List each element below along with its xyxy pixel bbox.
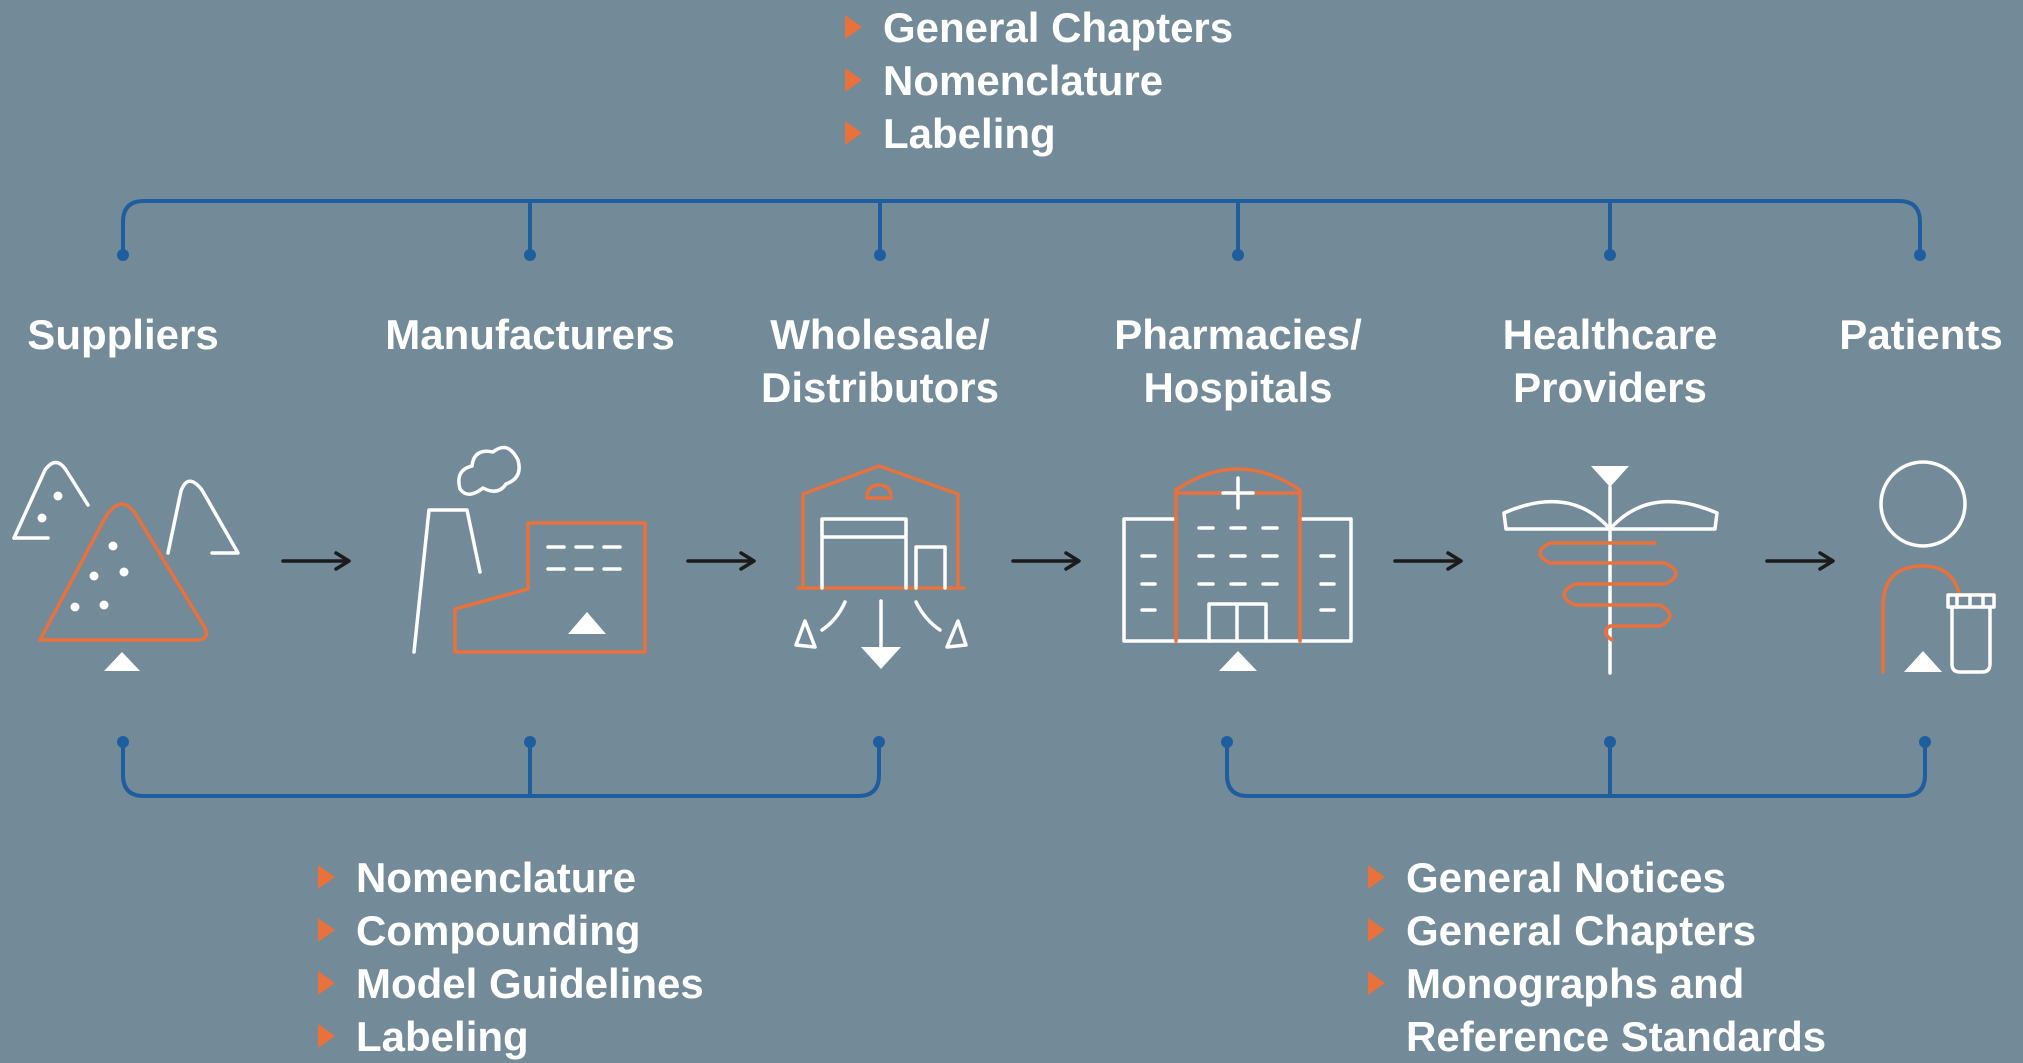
bullet-triangle-icon — [845, 68, 862, 92]
list-item: Compounding — [318, 904, 704, 957]
stage-label-pharmacies-hospitals: Pharmacies/ Hospitals — [1114, 308, 1362, 414]
list-item: Nomenclature — [318, 851, 704, 904]
arrow-icon-5 — [1765, 551, 1835, 571]
stage-label-suppliers: Suppliers — [27, 308, 218, 361]
flow-arrows — [281, 551, 1835, 571]
bullet-triangle-icon — [318, 1024, 335, 1048]
bullet-triangle-icon — [1368, 918, 1385, 942]
factory-icon — [412, 445, 647, 654]
list-item-label: Nomenclature — [356, 854, 637, 901]
top-bracket — [121, 199, 1922, 253]
bottom-right-bracket-dots — [1221, 736, 1931, 748]
bullet-triangle-icon — [318, 865, 335, 889]
bullet-triangle-icon — [318, 971, 335, 995]
hospital-icon — [1122, 467, 1353, 671]
bottom-left-standards-list: Nomenclature Compounding Model Guideline… — [318, 851, 704, 1063]
patient-icon — [1879, 460, 1996, 674]
stage-label-healthcare-providers: Healthcare Providers — [1503, 308, 1718, 414]
list-item-label: Labeling — [883, 110, 1056, 157]
stage-label-manufacturers: Manufacturers — [385, 308, 674, 361]
stage-label-wholesale-distributors: Wholesale/ Distributors — [761, 308, 999, 414]
list-item-label: Nomenclature — [883, 57, 1164, 104]
caduceus-icon — [1502, 466, 1719, 675]
stage-label-line: Providers — [1513, 364, 1707, 411]
list-item-label: Compounding — [356, 907, 641, 954]
stage-label-line: Patients — [1839, 311, 2003, 358]
top-bracket-dots — [117, 249, 1926, 261]
mountains-icon — [12, 460, 240, 671]
bottom-right-bracket — [1225, 743, 1927, 798]
list-item-label: General Chapters — [883, 4, 1234, 51]
top-standards-list: General Chapters Nomenclature Labeling — [845, 1, 1233, 160]
warehouse-icon — [794, 464, 968, 669]
bullet-triangle-icon — [1368, 971, 1385, 995]
stage-label-line: Suppliers — [27, 311, 219, 358]
stage-label-line: Wholesale/ — [770, 311, 990, 358]
list-item-label: Reference Standards — [1406, 1013, 1827, 1060]
arrow-icon-1 — [281, 551, 351, 571]
bottom-right-standards-list: General Notices General Chapters Monogra… — [1368, 851, 1826, 1063]
bullet-triangle-icon — [845, 121, 862, 145]
stage-label-line: Distributors — [760, 364, 1000, 411]
bottom-left-bracket — [121, 743, 881, 798]
stage-label-line: Healthcare — [1502, 311, 1718, 358]
stage-label-line: Manufacturers — [385, 311, 675, 358]
list-item: General Chapters — [1368, 904, 1826, 957]
list-item-label: Monographs and — [1406, 960, 1745, 1007]
stage-label-line: Hospitals — [1143, 364, 1333, 411]
arrow-icon-3 — [1011, 551, 1081, 571]
list-item: General Notices — [1368, 851, 1826, 904]
bullet-triangle-icon — [1368, 865, 1385, 889]
list-item: Monographs and — [1368, 957, 1826, 1010]
list-item-label: Model Guidelines — [356, 960, 704, 1007]
list-item: General Chapters — [845, 1, 1233, 54]
bullet-triangle-icon — [318, 918, 335, 942]
stage-label-patients: Patients — [1839, 308, 2002, 361]
arrow-icon-2 — [686, 551, 756, 571]
bottom-left-bracket-dots — [117, 736, 885, 748]
list-item: Labeling — [845, 107, 1233, 160]
stage-label-line: Pharmacies/ — [1114, 311, 1362, 358]
list-item-label: Labeling — [356, 1013, 529, 1060]
list-item: Nomenclature — [845, 54, 1233, 107]
list-item: Labeling — [318, 1010, 704, 1063]
list-item-label: General Chapters — [1406, 907, 1757, 954]
list-item-continuation: Reference Standards — [1368, 1010, 1826, 1063]
arrow-icon-4 — [1393, 551, 1463, 571]
bullet-triangle-icon — [845, 15, 862, 39]
list-item: Model Guidelines — [318, 957, 704, 1010]
list-item-label: General Notices — [1406, 854, 1726, 901]
